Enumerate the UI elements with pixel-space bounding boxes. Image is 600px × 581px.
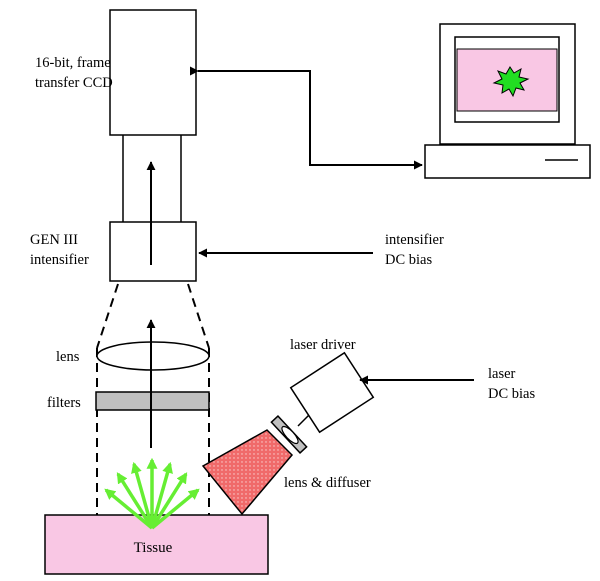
intensifier-label-line1: GEN III	[30, 232, 78, 248]
diffuser-lens	[281, 425, 299, 445]
cone-right-dash	[187, 283, 210, 349]
intensifier-bias-label-line2: DC bias	[385, 252, 432, 268]
laser-driver	[289, 351, 375, 434]
laser-bias-label-line1: laser	[488, 366, 516, 382]
emission-arrow	[104, 488, 154, 530]
intensifier-bias-label-line1: intensifier	[385, 232, 444, 248]
ccd-camera	[109, 9, 197, 136]
filters	[95, 391, 210, 411]
cone-left-dash	[96, 283, 119, 349]
ccd-label-line2: transfer CCD	[35, 75, 113, 91]
emission-arrow	[150, 472, 188, 529]
emission-arrows	[104, 457, 200, 530]
emission-arrow	[150, 461, 173, 529]
ccd-computer-link	[189, 66, 423, 170]
computer	[424, 23, 591, 179]
emission-arrow	[150, 488, 200, 530]
emission-arrow	[131, 461, 154, 529]
intensifier	[109, 221, 197, 282]
laser-bias-label-line2: DC bias	[488, 386, 535, 402]
lens-label: lens	[56, 349, 80, 365]
lens-diffuser-label: lens & diffuser	[284, 475, 371, 491]
laser-driver-label: laser driver	[290, 337, 356, 353]
emission-arrow	[116, 472, 154, 529]
computer-base	[424, 144, 591, 179]
ccd-label-line1: 16-bit, frame	[35, 55, 111, 71]
lens	[96, 341, 210, 371]
filters-label: filters	[47, 395, 81, 411]
intensifier-label-line2: intensifier	[30, 252, 89, 268]
laser-beam	[201, 429, 294, 516]
tissue-label: Tissue	[134, 540, 173, 556]
starburst-icon	[492, 66, 530, 98]
